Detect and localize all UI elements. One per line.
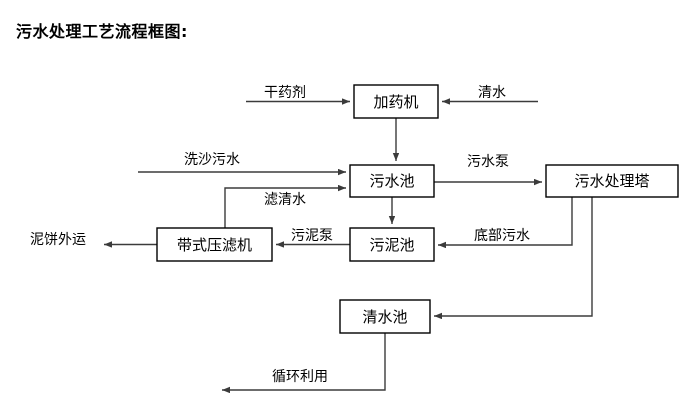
edge-label-recycle: 循环利用 bbox=[272, 369, 328, 385]
edge-label-bottom-sewage: 底部污水 bbox=[474, 228, 530, 244]
edge-label-clear-water-in: 清水 bbox=[478, 85, 506, 101]
node-belt-filter-press[interactable]: 带式压滤机 bbox=[156, 227, 273, 262]
edge-label-mud-cake-out: 泥饼外运 bbox=[30, 232, 86, 248]
edge-label-dry-agent: 干药剂 bbox=[264, 85, 306, 101]
node-label-clean-water-pool: 清水池 bbox=[362, 308, 407, 326]
edge-label-sewage-pump: 污水泵 bbox=[467, 154, 509, 170]
node-label-sewage-pool: 污水池 bbox=[369, 172, 414, 190]
node-sewage-pool[interactable]: 污水池 bbox=[349, 164, 435, 198]
edge-tower-to-clean-water-pool bbox=[434, 197, 593, 320]
node-label-belt-filter-press: 带式压滤机 bbox=[177, 236, 252, 254]
node-dosing-machine[interactable]: 加药机 bbox=[353, 84, 439, 119]
edge-label-sludge-pump: 污泥泵 bbox=[291, 228, 333, 244]
node-label-dosing-machine: 加药机 bbox=[373, 93, 418, 111]
page-title: 污水处理工艺流程框图: bbox=[16, 22, 188, 41]
edge-label-sand-wash: 洗沙污水 bbox=[184, 152, 240, 168]
node-clean-water-pool[interactable]: 清水池 bbox=[339, 299, 431, 334]
edge-tower-bottom-sewage-to-sludge-pool bbox=[438, 197, 573, 249]
edge-clean-water-pool-to-recycle bbox=[222, 333, 386, 394]
edge-label-filtrate: 滤清水 bbox=[264, 192, 306, 208]
node-sewage-treatment-tower[interactable]: 污水处理塔 bbox=[545, 164, 679, 198]
edge-filtrate-to-sewage-pool bbox=[224, 184, 346, 228]
node-label-sludge-pool: 污泥池 bbox=[369, 236, 414, 254]
node-label-sewage-treatment-tower: 污水处理塔 bbox=[574, 172, 649, 190]
node-sludge-pool[interactable]: 污泥池 bbox=[349, 227, 435, 262]
